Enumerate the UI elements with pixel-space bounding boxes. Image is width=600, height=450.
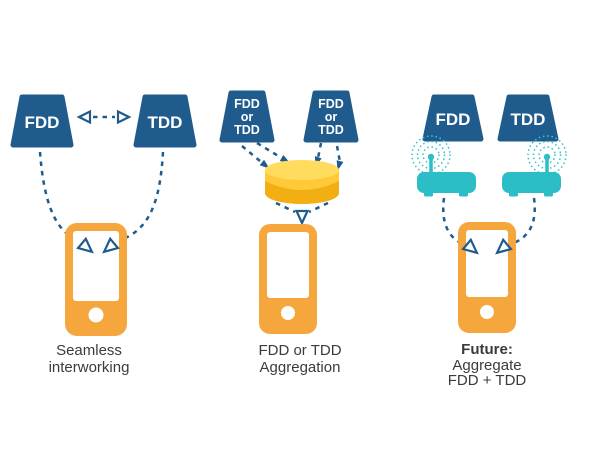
tdd-tower-label: TDD	[511, 110, 546, 129]
fdd-tower-icon	[422, 94, 484, 142]
panel-seamless-interworking: FDD TDD Seamless interworking	[10, 94, 197, 376]
fdd-tower-icon	[10, 94, 74, 148]
arrowhead-right-icon	[116, 109, 132, 125]
router-foot	[509, 192, 518, 197]
tdd-tower-label: TDD	[148, 113, 183, 132]
arrowhead-into-phone-left-icon	[76, 236, 94, 254]
arrowhead-left-icon	[76, 109, 92, 125]
phone-screen	[466, 230, 508, 297]
aggregator-to-phone-link	[308, 201, 329, 214]
phone-home-button	[281, 306, 295, 320]
tdd-tower-icon	[133, 94, 197, 148]
tower-to-aggregator-link	[316, 142, 323, 159]
panel-future-aggregate: FDD TDD	[411, 94, 567, 389]
smartphone-icon	[259, 224, 317, 334]
router-foot	[544, 192, 553, 197]
wireless-router-right-icon	[502, 135, 567, 197]
smartphone-icon	[65, 223, 127, 336]
tower-right-line3: TDD	[318, 123, 344, 137]
tower-left-line1: FDD	[234, 97, 260, 111]
tower-left-line3: TDD	[234, 123, 260, 137]
tower-to-aggregator-link	[256, 141, 281, 159]
router-foot	[459, 192, 468, 197]
arrowhead-into-phone-left-icon	[461, 237, 479, 255]
smartphone-icon	[458, 222, 516, 333]
caption-future-line3: FDD + TDD	[448, 372, 527, 389]
caption-aggregation-line2: Aggregation	[260, 359, 341, 376]
aggregator-to-phone-link	[275, 201, 296, 214]
antenna-tip	[427, 153, 435, 161]
caption-future-line2: Aggregate	[452, 357, 521, 374]
small-arrowhead-icon	[259, 159, 270, 169]
wireless-router-left-icon	[411, 135, 476, 197]
tower-to-aggregator-link	[241, 145, 261, 162]
tower-right-line2: or	[325, 110, 338, 124]
fdd-or-tdd-tower-left-icon	[219, 90, 275, 143]
caption-aggregation-line1: FDD or TDD	[258, 342, 341, 359]
cylinder-top	[265, 160, 339, 180]
router-body	[502, 172, 561, 193]
caption-seamless-line1: Seamless	[56, 342, 122, 359]
tower-right-line1: FDD	[318, 97, 344, 111]
interworking-double-arrow-icon	[76, 109, 132, 125]
phone-home-button	[480, 305, 494, 319]
arrowhead-into-phone-icon	[294, 209, 310, 226]
tower-to-aggregator-link	[335, 145, 342, 163]
router-foot	[424, 192, 433, 197]
fdd-tower-label: FDD	[25, 113, 60, 132]
fdd-tower-label: FDD	[436, 110, 471, 129]
fdd-or-tdd-tower-right-icon	[303, 90, 359, 143]
router-body	[417, 172, 476, 193]
antenna-tip	[543, 153, 551, 161]
arrowhead-into-phone-right-icon	[102, 236, 120, 254]
phone-screen	[267, 232, 309, 298]
cylinder-aggregator-icon	[265, 160, 339, 204]
caption-future-line1: Future:	[461, 341, 513, 358]
phone-home-button	[88, 307, 104, 323]
arrowhead-into-phone-right-icon	[495, 237, 513, 255]
panel-fdd-tdd-aggregation: FDD or TDD FDD or TDD	[219, 90, 359, 376]
cylinder-shade	[265, 181, 339, 204]
caption-seamless-line2: interworking	[49, 359, 130, 376]
tower-left-line2: or	[241, 110, 254, 124]
